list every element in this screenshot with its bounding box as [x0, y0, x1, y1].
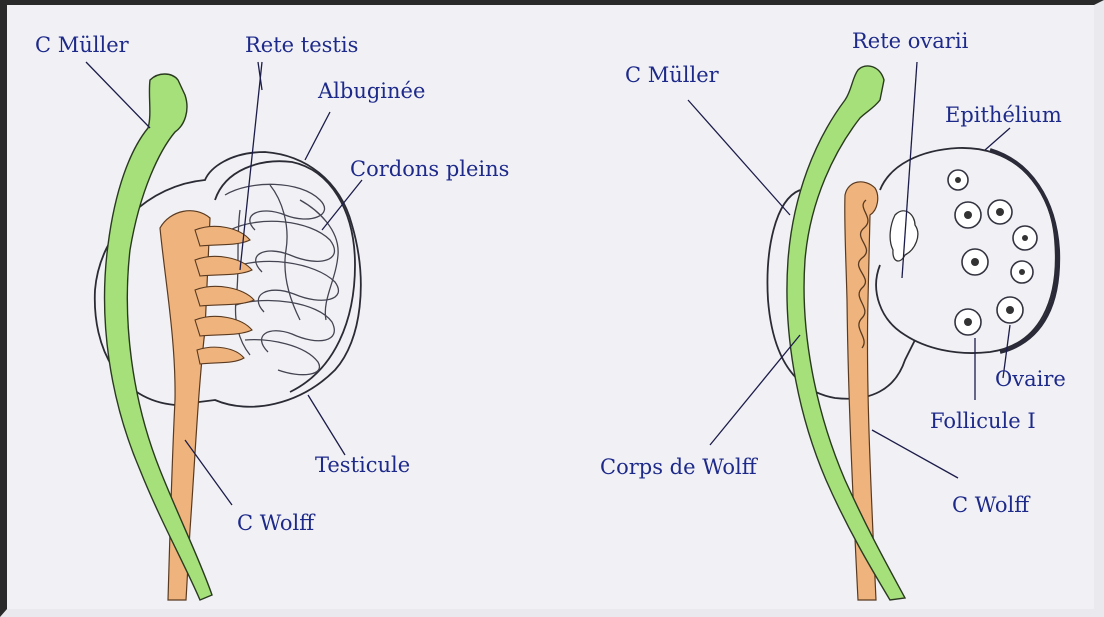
label-cordons-pleins: Cordons pleins — [350, 157, 509, 181]
primary-follicles — [948, 170, 1037, 335]
epithelium — [990, 150, 1058, 352]
mullerian-duct-right — [787, 66, 905, 600]
testis-diagram — [95, 74, 361, 600]
ovary-diagram — [767, 66, 1058, 600]
label-epithelium: Epithélium — [945, 103, 1062, 127]
label-albuginee: Albuginée — [317, 79, 425, 103]
label-c-muller-right: C Müller — [625, 63, 720, 87]
label-corps-de-wolff: Corps de Wolff — [600, 455, 759, 479]
label-rete-ovarii: Rete ovarii — [852, 29, 969, 53]
label-ovaire: Ovaire — [995, 367, 1066, 391]
label-follicule: Follicule I — [930, 409, 1036, 433]
right-labels: C Müller Rete ovarii Epithélium Ovaire F… — [600, 29, 1066, 517]
label-c-muller-left: C Müller — [35, 33, 130, 57]
label-c-wolff-right: C Wolff — [952, 493, 1031, 517]
label-c-wolff-left: C Wolff — [237, 511, 316, 535]
label-rete-testis: Rete testis — [245, 33, 358, 57]
label-testicule: Testicule — [315, 453, 410, 477]
seminiferous-cords — [225, 184, 338, 374]
